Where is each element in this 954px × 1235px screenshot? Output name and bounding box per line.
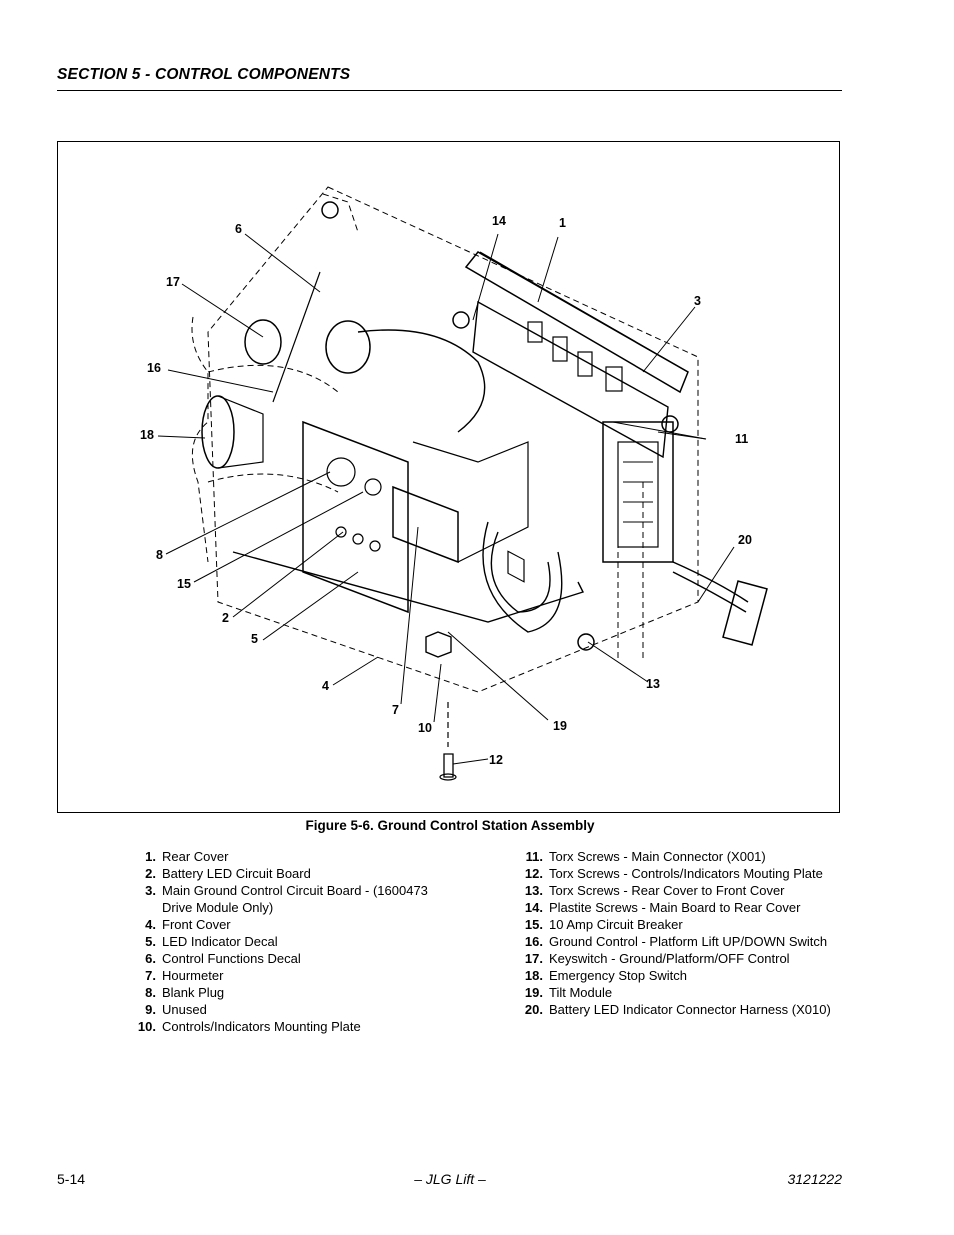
legend-item: 17.Keyswitch - Ground/Platform/OFF Contr… (524, 951, 790, 966)
legend-item: 8.Blank Plug (145, 985, 225, 1000)
callout-15: 15 (177, 577, 191, 591)
callout-7: 7 (392, 703, 399, 717)
callout-2: 2 (222, 611, 229, 625)
callout-19: 19 (553, 719, 567, 733)
legend-item: 12.Torx Screws - Controls/Indicators Mou… (524, 866, 823, 881)
legend-item: 5.LED Indicator Decal (145, 934, 278, 949)
page-number: 5-14 (57, 1171, 86, 1187)
callout-10: 10 (418, 721, 432, 735)
footer-brand: – JLG Lift – (414, 1171, 486, 1187)
callout-17: 17 (166, 275, 180, 289)
legend-item: 19.Tilt Module (524, 985, 613, 1000)
legend-item: 2.Battery LED Circuit Board (145, 866, 311, 881)
callout-6: 6 (235, 222, 242, 236)
callout-16: 16 (147, 361, 161, 375)
callout-18: 18 (140, 428, 154, 442)
legend-left: 1.Rear Cover 2.Battery LED Circuit Board… (132, 848, 452, 1035)
legend-item: 11.Torx Screws - Main Connector (X001) (525, 849, 766, 864)
legend-item: 14.Plastite Screws - Main Board to Rear … (524, 900, 801, 915)
callout-14: 14 (492, 214, 506, 228)
figure-frame: 6 17 16 18 8 15 2 5 4 7 10 12 19 13 20 1… (57, 141, 840, 813)
legend-right: 11.Torx Screws - Main Connector (X001) 1… (519, 848, 839, 1018)
legend-item: 20.Battery LED Indicator Connector Harne… (524, 1002, 831, 1017)
callout-12: 12 (489, 753, 503, 767)
legend-item: 7.Hourmeter (145, 968, 224, 983)
legend-item: 18.Emergency Stop Switch (524, 968, 688, 983)
callout-4: 4 (322, 679, 329, 693)
assembly-drawing (157, 186, 768, 781)
callout-11: 11 (735, 432, 749, 446)
legend-item: 6.Control Functions Decal (145, 951, 301, 966)
legend-item: 15.10 Amp Circuit Breaker (524, 917, 683, 932)
legend-item: 4.Front Cover (145, 917, 231, 932)
document-number: 3121222 (787, 1171, 842, 1187)
callout-5: 5 (251, 632, 258, 646)
callout-13: 13 (646, 677, 660, 691)
legend-item: 3.Main Ground Control Circuit Board - (1… (145, 883, 428, 915)
legend-item: 16.Ground Control - Platform Lift UP/DOW… (524, 934, 828, 949)
legend-item: 10.Controls/Indicators Mounting Plate (137, 1019, 361, 1034)
figure-caption: Figure 5-6. Ground Control Station Assem… (305, 818, 595, 833)
callout-20: 20 (738, 533, 752, 547)
callout-8: 8 (156, 548, 163, 562)
section-title: SECTION 5 - CONTROL COMPONENTS (57, 66, 351, 83)
legend-item: 13.Torx Screws - Rear Cover to Front Cov… (524, 883, 785, 898)
legend-item: 1.Rear Cover (145, 849, 229, 864)
callout-1: 1 (559, 216, 566, 230)
callout-3: 3 (694, 294, 701, 308)
legend-item: 9.Unused (145, 1002, 207, 1017)
section-header: SECTION 5 - CONTROL COMPONENTS (57, 66, 842, 91)
